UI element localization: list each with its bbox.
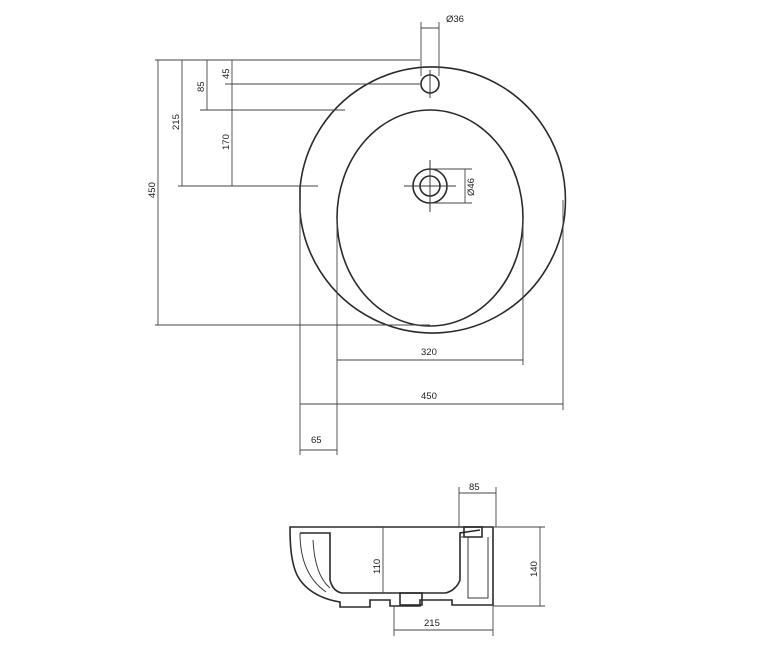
plan-dimensions: Ø36 Ø46 45 85 170 215 450 3: [147, 14, 564, 455]
label-depth-450: 450: [147, 182, 158, 198]
label-side-110: 110: [372, 559, 383, 574]
basin-inner-bowl: [336, 109, 524, 327]
label-wall-65: 65: [311, 435, 322, 446]
plan-view: [299, 66, 567, 334]
label-dim-85: 85: [196, 81, 207, 92]
label-side-140: 140: [529, 561, 540, 577]
label-bowl-320: 320: [421, 347, 437, 358]
side-waste-stub: [399, 592, 423, 606]
label-dim-45: 45: [221, 68, 232, 79]
side-dimensions: 85 110 140 215: [372, 482, 545, 636]
basin-side-profile: [289, 526, 494, 608]
label-side-85: 85: [469, 482, 480, 493]
basin-outer-rim: [299, 66, 567, 334]
label-width-450: 450: [421, 391, 437, 402]
label-waste-diameter: Ø46: [466, 178, 477, 196]
label-tap-hole-diameter: Ø36: [446, 14, 464, 25]
label-dim-170: 170: [221, 134, 232, 150]
label-side-215: 215: [424, 618, 440, 629]
side-view: [289, 526, 494, 608]
label-dim-215: 215: [171, 114, 182, 130]
basin-side-bowl: [300, 529, 481, 594]
